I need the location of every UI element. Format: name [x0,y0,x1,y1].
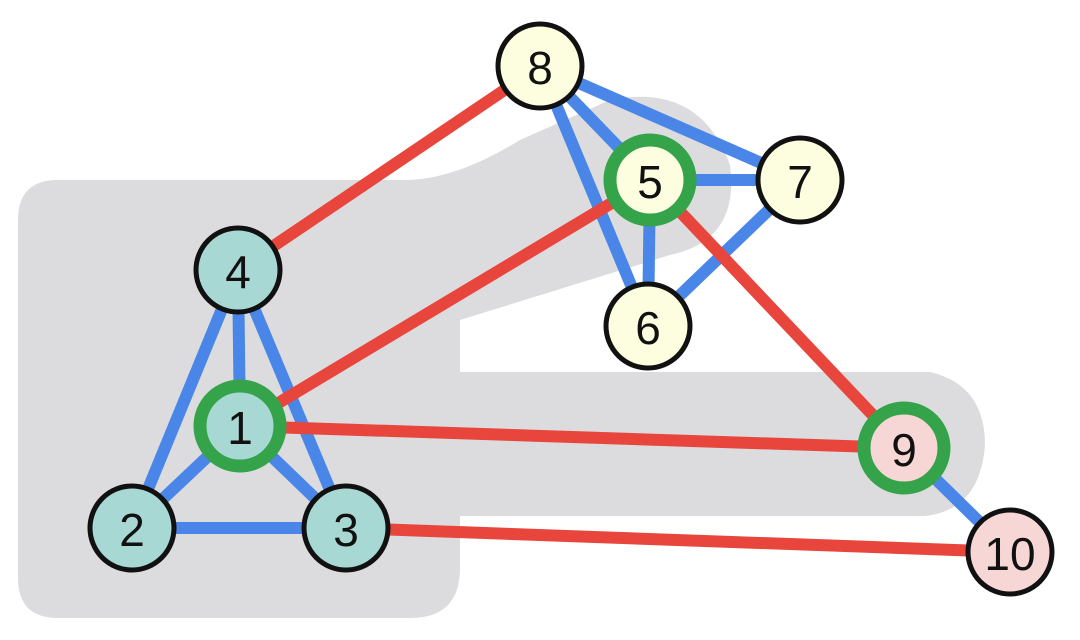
edge-2-4 [126,267,244,531]
node-label: 6 [635,302,661,354]
node-5: 5 [603,133,697,227]
node-10: 10 [965,507,1055,597]
node-circle [193,379,287,473]
node-label: 1 [227,402,253,454]
highlight-region [18,96,985,619]
edge-1-5 [236,174,654,432]
edge-7-8 [537,60,803,186]
node-7: 7 [755,135,845,225]
edge-6-8 [534,63,654,329]
node-circle [603,133,697,227]
node-8: 8 [495,21,585,111]
node-circle [87,483,177,573]
node-3: 3 [301,483,391,573]
node-circle [495,21,585,111]
node-circle [755,135,845,225]
edge-4-8 [234,61,544,275]
node-4: 4 [193,225,283,315]
node-label: 7 [787,156,813,208]
node-label: 2 [119,504,145,556]
edge-3-10 [345,522,1011,558]
edge-1-9 [239,420,905,454]
node-label: 9 [891,424,917,476]
node-label: 10 [984,528,1035,580]
node-label: 4 [225,246,251,298]
node-circle [965,507,1055,597]
node-circle [193,225,283,315]
nodes-layer: 1 2 3 4 5 6 7 8 9 10 [87,21,1055,597]
node-9: 9 [857,401,951,495]
node-2: 2 [87,483,177,573]
edge-5-9 [645,175,909,453]
node-1: 1 [193,379,287,473]
node-circle [301,483,391,573]
node-circle [603,281,693,371]
node-label: 8 [527,42,553,94]
node-circle [857,401,951,495]
node-label: 5 [637,156,663,208]
node-label: 3 [333,504,359,556]
node-6: 6 [603,281,693,371]
